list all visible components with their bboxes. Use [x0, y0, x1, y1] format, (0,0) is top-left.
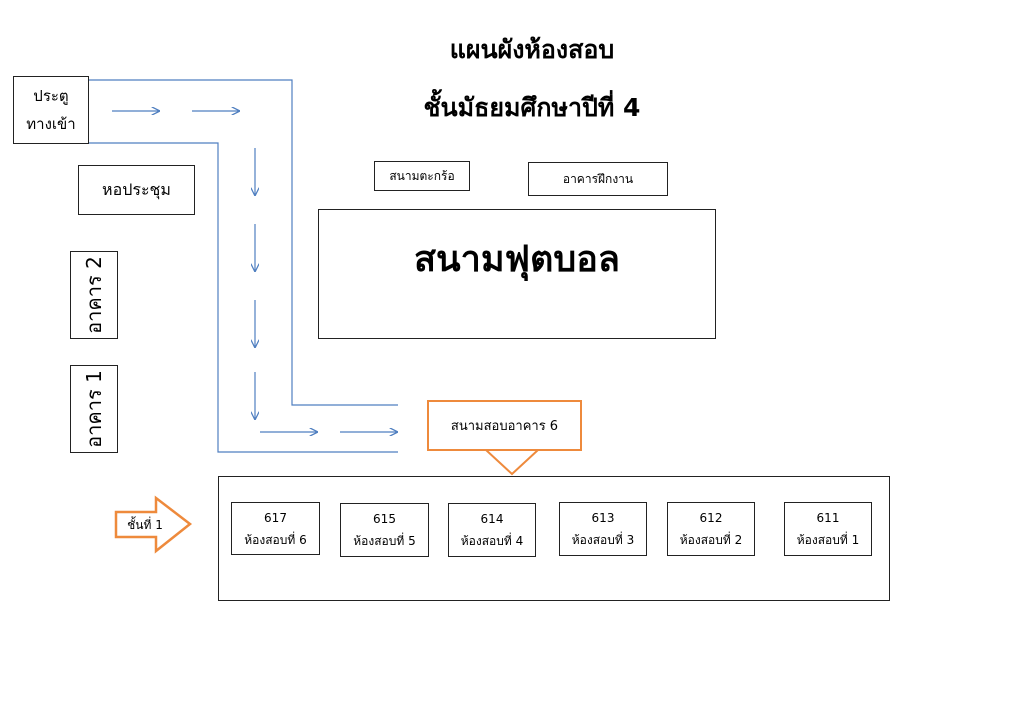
football-field-box: สนามฟุตบอล [318, 209, 716, 339]
title-line2: ชั้นมัธยมศึกษาปีที่ 4 [423, 93, 641, 122]
room-number: 614 [480, 512, 504, 526]
room-number: 615 [373, 512, 396, 526]
room-label: ห้องสอบที่ 4 [460, 534, 524, 548]
building-2-box: อาคาร 2 [70, 251, 118, 339]
corridor-inner-line [88, 142, 398, 453]
training-building-label: อาคารฝึกงาน [562, 171, 634, 186]
room-label: ห้องสอบที่ 1 [796, 533, 860, 547]
title-line1: แผนผังห้องสอบ [449, 35, 615, 64]
entrance-label-line2: ทางเข้า [26, 115, 76, 133]
entrance-box: ประตู ทางเข้า [13, 76, 89, 144]
exam-room-613: 613 ห้องสอบที่ 3 [559, 502, 647, 556]
room-label: ห้องสอบที่ 3 [571, 533, 635, 547]
building-6-floor-1 [218, 476, 890, 601]
takraw-court-box: สนามตะกร้อ [374, 161, 470, 191]
building-2-label: อาคาร 2 [82, 256, 106, 334]
exam-site-label: สนามสอบอาคาร 6 [450, 419, 559, 434]
room-label: ห้องสอบที่ 5 [353, 534, 416, 548]
exam-room-615: 615 ห้องสอบที่ 5 [340, 503, 429, 557]
exam-site-callout: สนามสอบอาคาร 6 [427, 400, 582, 451]
exam-room-617: 617 ห้องสอบที่ 6 [231, 502, 320, 555]
exam-room-614: 614 ห้องสอบที่ 4 [448, 503, 536, 557]
room-number: 617 [264, 510, 287, 525]
floor-label: ชั้นที่ 1 [127, 517, 163, 532]
exam-room-611: 611 ห้องสอบที่ 1 [784, 502, 872, 556]
room-number: 611 [816, 511, 840, 525]
room-label: ห้องสอบที่ 6 [244, 532, 307, 547]
assembly-hall-box: หอประชุม [78, 165, 195, 215]
entrance-label-line1: ประตู [33, 87, 69, 105]
floor-arrow-icon [114, 495, 193, 554]
football-field-label: สนามฟุตบอล [414, 239, 620, 280]
takraw-court-label: สนามตะกร้อ [389, 168, 455, 183]
corridor-outer-line [88, 79, 398, 406]
training-building-box: อาคารฝึกงาน [528, 162, 668, 196]
building-1-box: อาคาร 1 [70, 365, 118, 453]
room-number: 613 [591, 511, 615, 525]
exam-room-612: 612 ห้องสอบที่ 2 [667, 502, 755, 556]
room-number: 612 [699, 511, 723, 525]
room-label: ห้องสอบที่ 2 [679, 533, 743, 547]
exam-site-pointer-icon [483, 449, 541, 476]
building-1-label: อาคาร 1 [82, 370, 106, 448]
assembly-hall-label: หอประชุม [102, 179, 171, 199]
